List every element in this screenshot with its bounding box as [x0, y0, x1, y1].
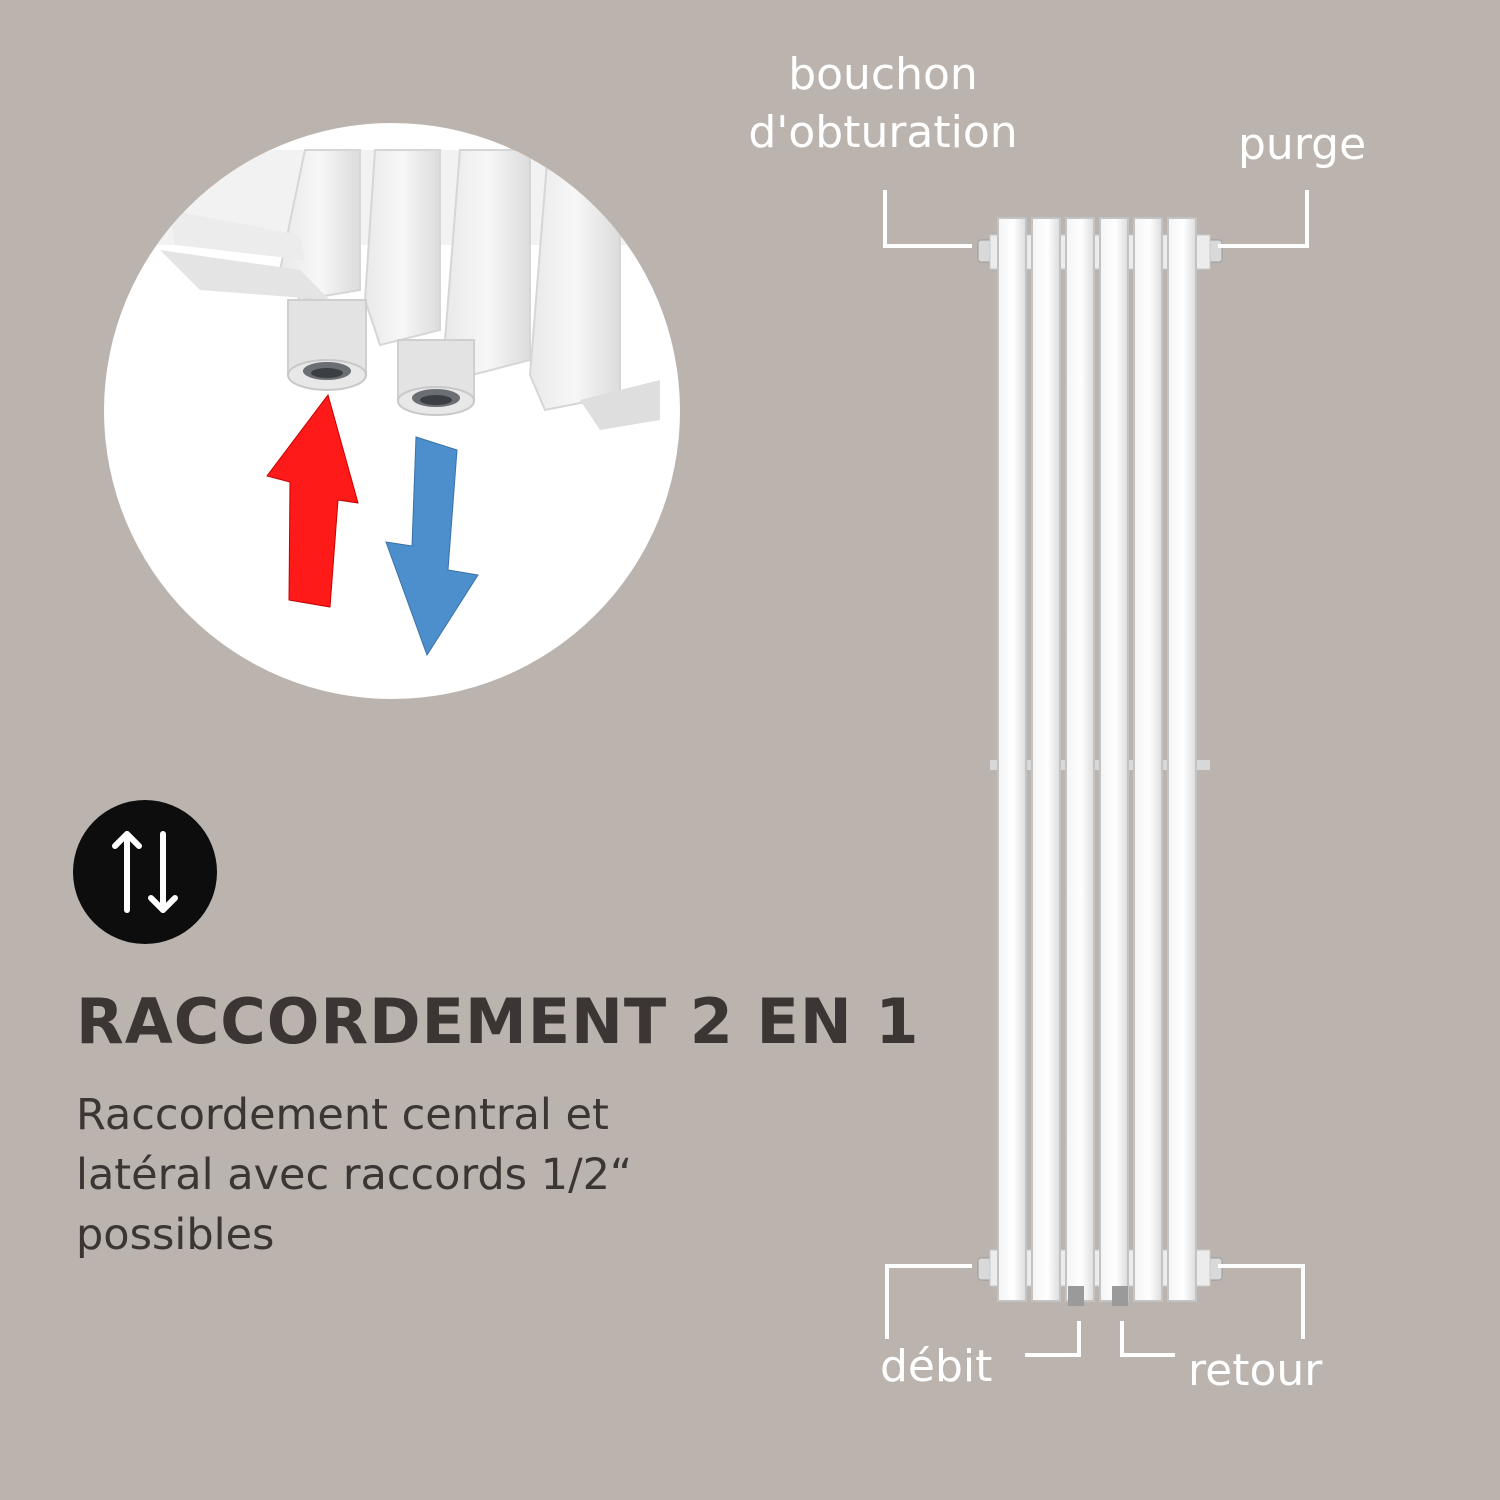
flow-label: débit — [880, 1341, 993, 1392]
plug-label: bouchon d'obturation — [738, 46, 1028, 162]
description-line-3: possibles — [76, 1210, 275, 1260]
description-line-2: latéral avec raccords 1/2“ — [76, 1150, 633, 1200]
bleed-label: purge — [1238, 119, 1367, 170]
radiator-illustration — [883, 190, 1309, 1357]
return-label: retour — [1188, 1345, 1323, 1396]
feature-heading: RACCORDEMENT 2 EN 1 — [76, 985, 920, 1058]
connection-detail-illustration — [104, 123, 680, 699]
plug-label-line-2: d'obturation — [748, 107, 1018, 158]
red-up-arrow-icon — [266, 393, 359, 608]
feature-description: Raccordement central et latéral avec rac… — [76, 1085, 836, 1265]
up-down-arrows-icon — [73, 800, 217, 944]
plug-label-line-1: bouchon — [788, 49, 978, 100]
description-line-1: Raccordement central et — [76, 1090, 609, 1140]
blue-down-arrow-icon — [385, 436, 479, 657]
